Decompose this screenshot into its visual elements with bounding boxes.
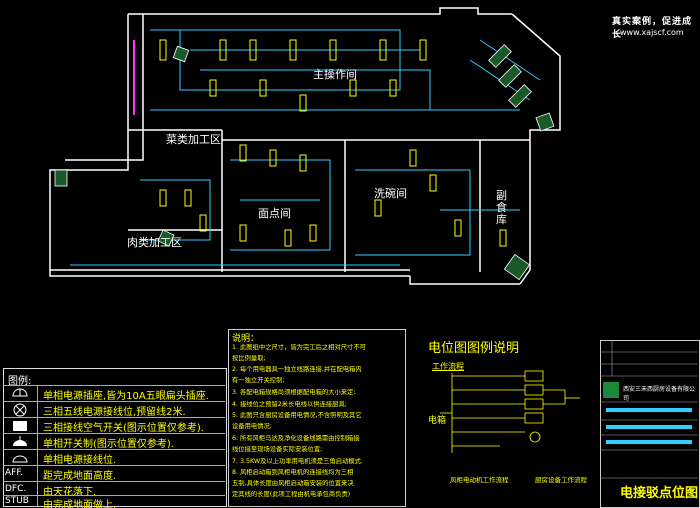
note-line: 5. 此图只含厨房设备用电情况,不含照明及其它 [232,412,362,419]
note-line: 7. 3.5KW及以上功率用电机须是三角启动模式. [232,458,363,465]
note-line: 五制,具体长度由风柜启动箱安装的位置来决 [232,480,354,487]
note-line: 线位接至现场设备实际安装位置; [232,446,323,453]
note-line: 4. 接线位之预留2米长电线以供连接厨具; [232,401,347,408]
schematic-panel-label: 电箱 [428,416,447,426]
note-line: 按比例量取; [232,355,266,362]
switch-icon [3,434,38,450]
note-line: 设备用电情况; [232,423,272,430]
watermark-line2: www.xajscf.com [620,28,684,37]
abbr-label: STUB [5,496,29,506]
socket-10a-icon [3,386,38,402]
note-line: 8. 风柜启动箱到风柜电机的连接线均为三相 [232,469,354,476]
legend-row: 单相电源接线位. [3,449,225,466]
breaker-icon [3,418,38,434]
notes-panel [228,329,406,507]
room-label-pastry: 面点间 [258,207,291,220]
schematic-caption-right: 厨房设备工作流程 [535,476,587,484]
room-label-wash: 洗碗间 [374,187,407,200]
schematic-diagram [440,370,580,453]
legend-row: 单相电源插座,皆为10A五眼扁头插座. [3,385,225,402]
legend-panel [3,368,227,507]
legend-row: 三相五线电源接线位,预留线2米. [3,401,225,418]
room-label-meat: 肉类加工区 [127,236,182,249]
legend-row: STUB 由完成地面做上. [3,495,225,508]
notes-title: 说明： [232,334,260,344]
watermark-line1: 真实案例，促进成长 [612,17,693,40]
legend-row: 三相接线空气开关(图示位置仅参考). [3,417,225,434]
room-label-main: 主操作间 [313,68,357,81]
schematic-subtitle: 工作流程 [432,362,464,371]
room-label-veg: 菜类加工区 [166,133,221,146]
schematic-caption-left: 风柜电动机工作流程 [450,476,509,484]
legend-row: DFC. 由天花落下. [3,481,225,498]
schematic-title: 电位图图例说明 [428,341,520,356]
abbr-label: AFF. [5,468,23,478]
note-line: 定其线的长度(此项工程由机电承包商负责) [232,491,351,498]
company-name: 西安三禾西厨房设备有限公司 [623,386,696,402]
note-line: 2. 每个用电器具一独立线路连接,并在配电箱内 [232,366,362,373]
socket-3phase-icon [3,402,38,418]
legend-row: AFF. 距完成地面高度. [3,465,225,482]
legend-row: 单相开关制(图示位置仅参考). [3,433,225,450]
note-line: 6. 所有风柜马达及净化设备线路需由控制箱接 [232,435,360,442]
drawing-name: 电接驳点位图 [620,486,699,501]
legend-title: 图例: [8,376,32,387]
note-line: 有一独立开关控制; [232,377,285,384]
room-label-storage: 副食库 [496,189,507,226]
note-line: 3. 各配电箱规格尚须根据配电箱的大小来定; [232,389,356,396]
abbr-label: DFC. [5,484,27,494]
note-line: 1. 此图纸中之尺寸，皆为完工后之相对尺寸不可 [232,344,366,351]
direct-wire-icon [3,450,38,466]
title-block-grid [600,340,698,479]
